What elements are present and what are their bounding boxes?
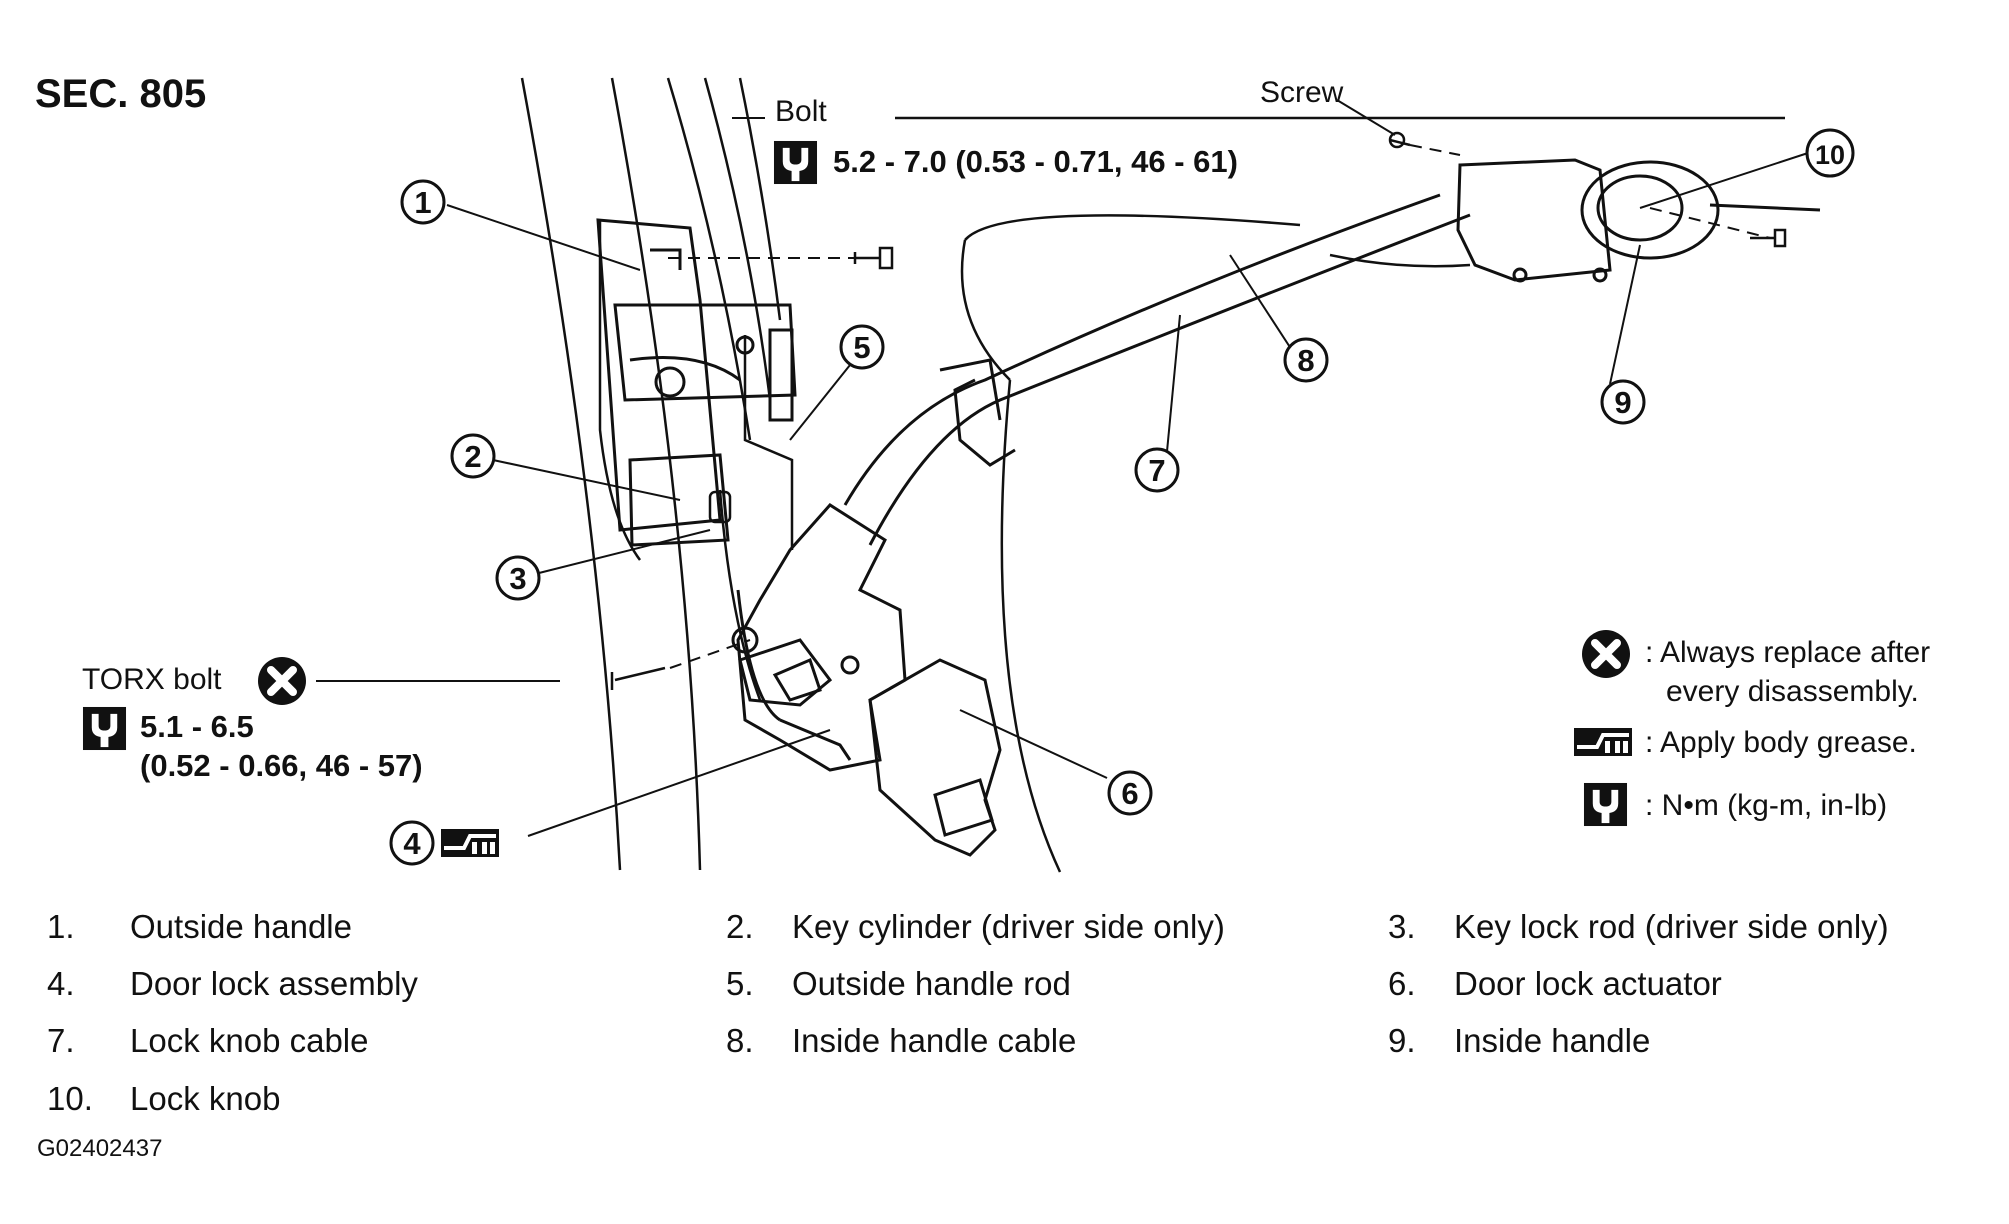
list-item-number: 6. (1388, 965, 1416, 1002)
outside-handle-rod (743, 335, 794, 550)
bolt-torque: 5.2 - 7.0 (0.53 - 0.71, 46 - 61) (833, 144, 1238, 179)
dashed-guides (660, 144, 1771, 669)
figure-code: G02402437 (37, 1135, 162, 1162)
list-item-number: 3. (1388, 908, 1416, 945)
list-item-number: 7. (47, 1022, 75, 1059)
list-item-number: 5. (726, 965, 754, 1002)
callout-1: 1 (400, 179, 446, 225)
list-item-number: 1. (47, 908, 75, 945)
list-item-name: Outside handle (130, 908, 352, 945)
svg-text:5: 5 (853, 330, 870, 365)
legend-torque-units: : N•m (kg-m, in-lb) (1645, 789, 1887, 822)
callout-9: 9 (1600, 379, 1646, 425)
svg-text:10: 10 (1815, 140, 1845, 170)
callout-8: 8 (1283, 337, 1329, 383)
list-item-name: Outside handle rod (792, 965, 1071, 1002)
callout-4: 4 (389, 820, 435, 866)
svg-text:2: 2 (464, 439, 481, 474)
legend-replace-line1: : Always replace after (1645, 636, 1930, 669)
list-item-number: 4. (47, 965, 75, 1002)
outside-handle-frame (596, 218, 797, 547)
list-item-name: Door lock assembly (130, 965, 418, 1002)
grease-icon (440, 828, 500, 858)
list-item-name: Lock knob cable (130, 1022, 369, 1059)
parts-list: 1. Outside handle 2. Key cylinder (drive… (47, 908, 1889, 1117)
list-item-name: Key cylinder (driver side only) (792, 908, 1225, 945)
callout-3: 3 (495, 555, 541, 601)
torx-torque-value: 5.1 - 6.5 (140, 709, 254, 744)
cables (843, 193, 1471, 546)
callout-6: 6 (1107, 770, 1153, 816)
svg-text:8: 8 (1297, 343, 1314, 378)
inside-handle (1456, 158, 1821, 283)
svg-text:6: 6 (1121, 776, 1138, 811)
bolt-label: Bolt (775, 95, 827, 128)
list-item-name: Inside handle cable (792, 1022, 1076, 1059)
screw-label: Screw (1260, 76, 1344, 109)
torque-wrench-icon (773, 140, 818, 185)
svg-text:3: 3 (509, 561, 526, 596)
torque-wrench-icon (82, 706, 127, 751)
door-lock-assembly (731, 503, 907, 772)
section-title: SEC. 805 (35, 72, 206, 116)
x-circle-icon (1582, 630, 1630, 678)
svg-text:4: 4 (403, 826, 421, 861)
torx-bolt-label: TORX bolt (82, 663, 222, 696)
leader-lines (316, 99, 1809, 837)
grease-icon (1573, 727, 1633, 757)
list-item-number: 8. (726, 1022, 754, 1059)
callout-5: 5 (839, 324, 885, 370)
legend: : Always replace after every disassembly… (1573, 630, 1930, 827)
legend-grease: : Apply body grease. (1645, 726, 1917, 759)
list-item-number: 2. (726, 908, 754, 945)
legend-replace-line2: every disassembly. (1666, 675, 1919, 708)
list-item-number: 10. (47, 1080, 93, 1117)
torx-torque-detail: (0.52 - 0.66, 46 - 57) (140, 748, 423, 783)
callout-7: 7 (1134, 447, 1180, 493)
door-lock-actuator (868, 658, 1002, 857)
door-panel (520, 77, 1785, 873)
callout-2: 2 (450, 433, 496, 479)
list-item-name: Inside handle (1454, 1022, 1650, 1059)
list-item-name: Lock knob (130, 1080, 280, 1117)
key-lock-rod (708, 489, 762, 701)
torque-wrench-icon (1583, 782, 1628, 827)
svg-text:9: 9 (1614, 385, 1631, 420)
x-circle-icon (258, 657, 306, 705)
list-item-name: Key lock rod (driver side only) (1454, 908, 1889, 945)
svg-text:1: 1 (414, 185, 431, 220)
svg-text:7: 7 (1148, 453, 1165, 488)
list-item-number: 9. (1388, 1022, 1416, 1059)
list-item-name: Door lock actuator (1454, 965, 1722, 1002)
fasteners (610, 131, 1787, 690)
callout-10: 10 (1805, 128, 1855, 178)
